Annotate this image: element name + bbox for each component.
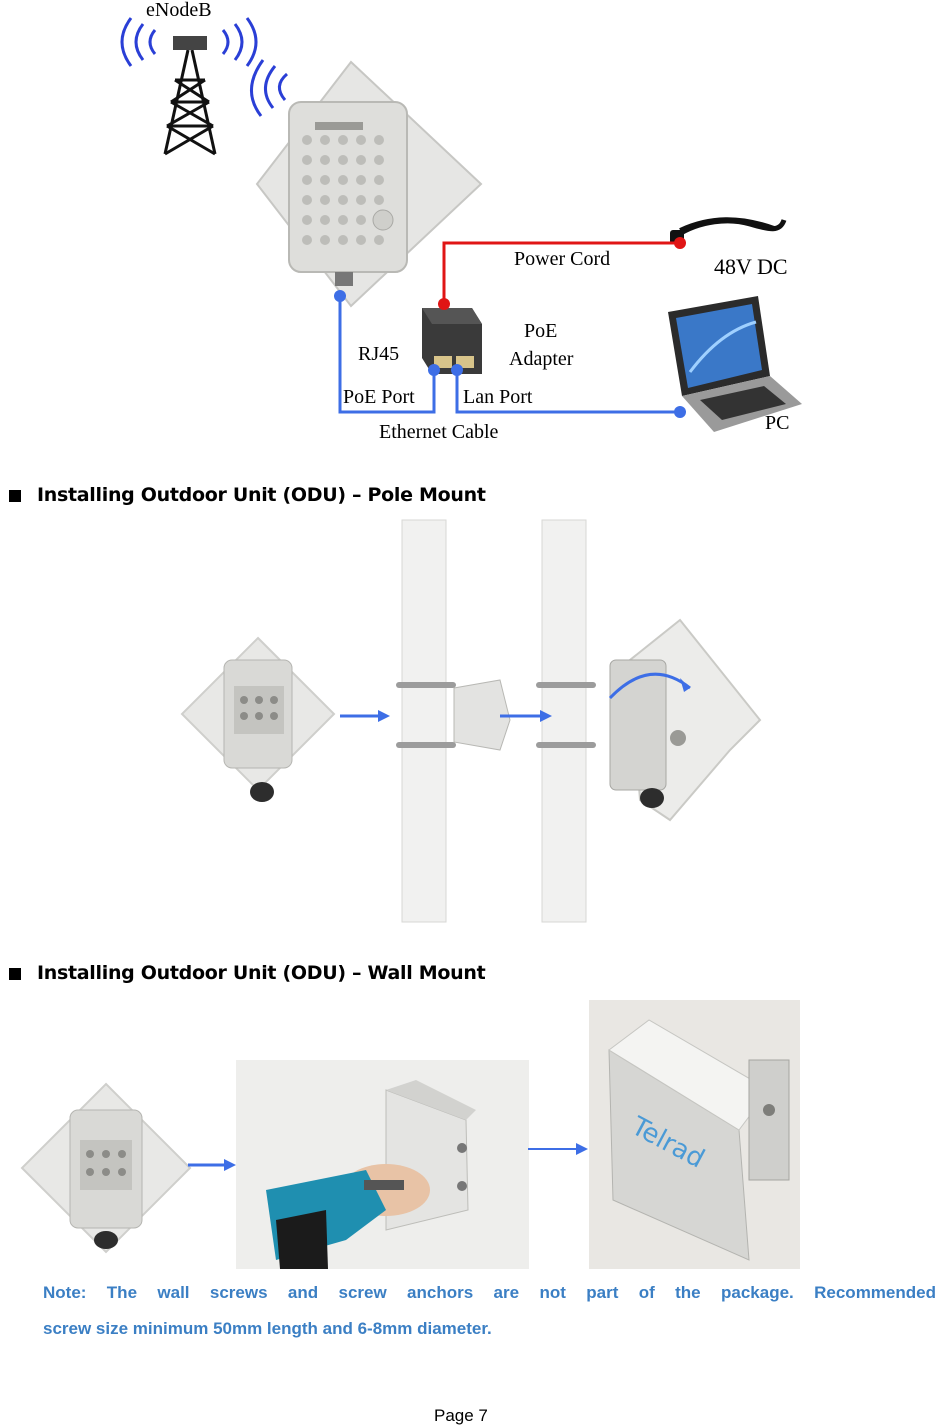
connection-diagram: eNodeB [0,0,937,460]
note-line-2: screw size minimum 50mm length and 6-8mm… [43,1319,492,1338]
ethernet-cable-lan-line [455,370,680,414]
enodeb-tower-icon [120,17,289,156]
wiring-lines [334,237,686,418]
arrow-right-icon [528,1143,588,1155]
page-number: Page 7 [434,1406,488,1425]
note-line-1: Note: The wall screws and screw anchors … [43,1283,936,1302]
arrow-right-icon [188,1159,236,1171]
power-cord-label: Power Cord [514,248,611,270]
section-heading-wall-mount: Installing Outdoor Unit (ODU) – Wall Mou… [37,962,486,984]
note-text: Note: The wall screws and screw anchors … [43,1275,936,1347]
poe-port-label: PoE Port [343,386,415,408]
pc-label: PC [765,412,790,434]
bullet-square-icon [9,490,21,502]
wall-drill-illustration [236,1060,529,1269]
bullet-square-icon [9,968,21,980]
section-heading-pole-mount: Installing Outdoor Unit (ODU) – Pole Mou… [37,484,486,506]
enodeb-label: eNodeB [146,0,212,21]
dc-voltage-label: 48V DC [714,254,788,279]
power-cord-line [442,241,680,304]
pole-mount-illustration [180,519,762,923]
wall-drill-photo [236,1060,529,1269]
odu-device-image [255,60,483,308]
pole-mount-photo [170,519,770,923]
ethernet-cable-poe-line [338,296,436,414]
rj45-label: RJ45 [358,343,400,365]
poe-adapter-label-1: PoE [524,320,558,342]
wall-mounted-odu-illustration [589,1000,800,1269]
laptop-pc-icon [668,296,802,432]
poe-adapter-icon [422,308,482,374]
poe-adapter-label-2: Adapter [509,348,574,370]
ethernet-cable-label: Ethernet Cable [379,421,499,443]
lan-port-label: Lan Port [463,386,533,408]
odu-back-image [20,1082,192,1254]
wall-mounted-odu-photo: Telrad [589,1000,800,1269]
